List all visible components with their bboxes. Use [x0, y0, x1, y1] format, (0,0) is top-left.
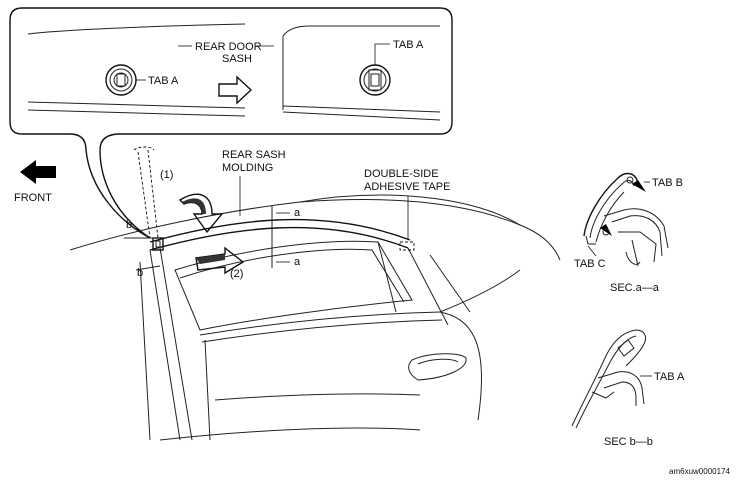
- section-a-top-label: a: [294, 207, 301, 219]
- removal-arrow-2-icon: [195, 246, 245, 275]
- figure-code: am6xuw0000174: [669, 467, 730, 476]
- tab-a-right-label: TAB A: [393, 39, 424, 51]
- arrow-left-icon: [20, 160, 56, 184]
- step-1-label: (1): [160, 169, 173, 181]
- step-2-label: (2): [230, 268, 243, 280]
- adhesive-tape: DOUBLE-SIDE ADHESIVE TAPE: [364, 168, 450, 251]
- rear-sash-molding-label-2: MOLDING: [222, 162, 273, 174]
- hollow-arrow-right-icon: [218, 75, 253, 105]
- section-b-marker: b b: [124, 219, 161, 279]
- section-a-a: TAB B TAB C SEC.a—a: [574, 172, 683, 294]
- removal-arrow-1-icon: [178, 193, 224, 234]
- sec-a-title: SEC.a—a: [610, 282, 660, 294]
- detail-callout: REAR DOOR SASH TAB A TAB A: [9, 7, 453, 239]
- front-label: FRONT: [14, 192, 52, 204]
- clip-before-icon: [105, 64, 137, 96]
- removal-arrow-1-shadow: [182, 198, 206, 214]
- rear-door-sash-label-2: SASH: [222, 53, 252, 65]
- tab-b-label: TAB B: [652, 177, 683, 189]
- rear-door-sash-label-1: REAR DOOR: [195, 41, 262, 53]
- double-side-label-1: DOUBLE-SIDE: [364, 168, 439, 180]
- removal-arrow-2-shadow: [196, 254, 225, 264]
- tab-a-left-label: TAB A: [148, 75, 179, 87]
- sash-after: [282, 25, 441, 121]
- rear-sash-molding-label-1: REAR SASH: [222, 149, 286, 161]
- clip-after-icon: [359, 64, 391, 96]
- sash-before: [27, 23, 246, 117]
- tab-b-arrow-icon: [632, 180, 646, 192]
- section-b-top-label: b: [126, 219, 132, 231]
- car-body: [69, 194, 561, 441]
- sec-b-title: SEC b—b: [604, 436, 653, 448]
- tab-c-label: TAB C: [574, 258, 606, 270]
- section-b-bottom-label: b: [137, 267, 143, 279]
- section-a-bottom-label: a: [294, 256, 301, 268]
- double-side-label-2: ADHESIVE TAPE: [364, 181, 450, 193]
- molding-clip: [133, 146, 164, 251]
- section-a-marker: a a: [271, 206, 301, 268]
- tab-a-sec-b-label: TAB A: [654, 371, 685, 383]
- section-b-b: TAB A SEC b—b: [571, 329, 685, 448]
